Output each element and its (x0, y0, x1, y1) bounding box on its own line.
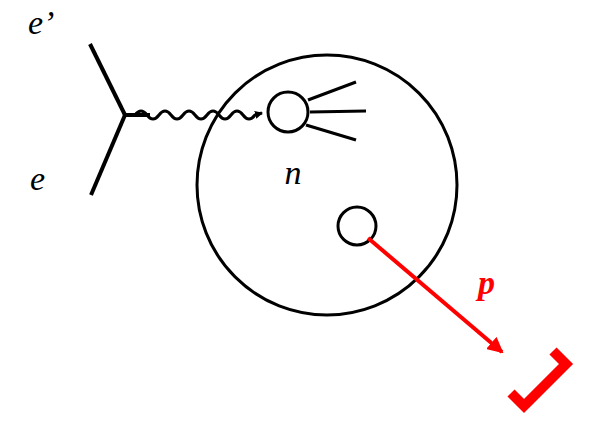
recoil-proton-arrow (368, 238, 502, 352)
electron-label: e’ (28, 6, 54, 40)
nucleus-circle (197, 55, 457, 315)
incoming-electron-line (91, 115, 125, 195)
fragment-line (306, 125, 356, 140)
virtual-photon (135, 111, 262, 119)
fragment-line (308, 82, 356, 100)
fragment-line (310, 111, 366, 112)
neutron-outline (266, 90, 310, 134)
proton-label: p (478, 266, 495, 300)
outgoing-electron-line (90, 44, 125, 115)
electron-label: e (30, 162, 45, 196)
neutron-circle: n (266, 90, 310, 134)
particle-label: n (285, 156, 302, 190)
detector-symbol (511, 351, 566, 406)
